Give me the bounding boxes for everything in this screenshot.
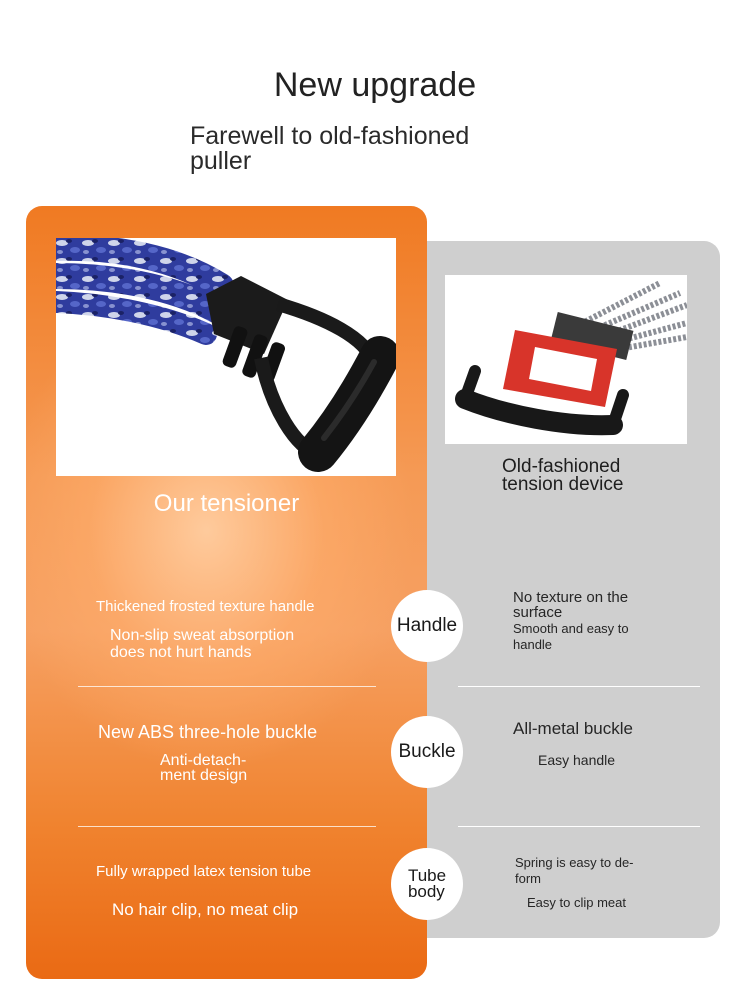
spring-puller-illustration <box>455 280 687 436</box>
right-row-1-heading: No texture on the surface <box>513 590 628 620</box>
left-row-2-detail-line-2: ment design <box>160 767 248 784</box>
right-row-1-detail: Smooth and easy to handle <box>513 621 629 653</box>
row-divider <box>458 686 700 687</box>
badge-tube-body-line-1: Tube <box>407 866 447 885</box>
row-divider <box>458 826 700 827</box>
left-row-2-detail-line-1: Anti-detach- <box>160 752 247 769</box>
left-row-2-detail: Anti-detach- ment design <box>160 752 248 784</box>
left-row-1-detail-line-2: does not hurt hands <box>110 644 252 661</box>
left-row-3-heading: Fully wrapped latex tension tube <box>96 863 312 880</box>
right-row-1-detail-line-1: Smooth and easy to <box>513 621 629 636</box>
row-divider <box>78 686 376 687</box>
right-row-3-heading: Spring is easy to de- form <box>515 855 634 887</box>
right-row-2-detail: Easy handle <box>538 752 615 768</box>
badge-tube-body-line-2: body <box>407 882 445 901</box>
left-row-3-detail: No hair clip, no meat clip <box>112 900 298 920</box>
right-row-1-heading-line-1: No texture on the <box>513 589 629 606</box>
badge-handle-line-1: Handle <box>396 615 458 636</box>
left-row-1-detail-line-1: Non-slip sweat absorption <box>110 627 295 644</box>
page-title: New upgrade <box>273 66 477 104</box>
old-device-label: Old-fashioned tension device <box>502 456 702 495</box>
page-subtitle: Farewell to old-fashioned puller <box>190 124 520 174</box>
tensioner-product-image <box>56 238 396 476</box>
row-divider <box>78 826 376 827</box>
right-row-3-detail-line-1: Easy to clip meat <box>527 895 626 910</box>
old-device-image <box>445 275 687 444</box>
right-row-3-detail: Easy to clip meat <box>527 895 626 910</box>
left-row-1-heading: Thickened frosted texture handle <box>96 598 315 615</box>
left-row-1-detail: Non-slip sweat absorption does not hurt … <box>110 627 294 661</box>
right-row-1-heading-line-2: surface <box>513 604 563 621</box>
badge-buckle-line-1: Buckle <box>398 741 456 762</box>
right-row-3-heading-line-1: Spring is easy to de- <box>515 855 634 870</box>
left-row-2-heading: New ABS three-hole buckle <box>98 722 318 742</box>
right-row-2-heading: All-metal buckle <box>513 719 633 739</box>
right-row-2-heading-line-1: All-metal buckle <box>513 719 633 738</box>
badge-tube-body: Tube body <box>391 848 463 920</box>
left-row-3-detail-line-1: No hair clip, no meat clip <box>112 900 299 919</box>
badge-buckle: Buckle <box>391 716 463 788</box>
right-row-2-detail-line-1: Easy handle <box>538 752 616 768</box>
our-tensioner-label: Our tensioner <box>153 490 300 517</box>
subtitle-line-1: Farewell to old-fashioned <box>190 122 470 150</box>
tensioner-illustration <box>56 238 396 472</box>
old-device-label-line-1: Old-fashioned <box>502 456 621 477</box>
right-row-3-heading-line-2: form <box>515 871 541 886</box>
right-row-1-detail-line-2: handle <box>513 637 553 652</box>
badge-handle: Handle <box>391 590 463 662</box>
old-device-label-line-2: tension device <box>502 474 624 495</box>
subtitle-line-2: puller <box>190 147 252 175</box>
